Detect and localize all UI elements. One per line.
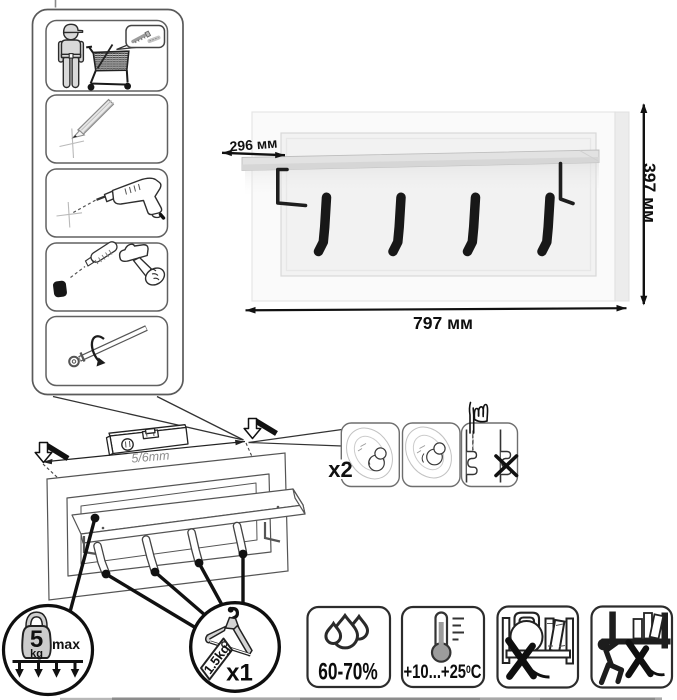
- svg-text:x2: x2: [328, 457, 352, 482]
- svg-text:max: max: [52, 636, 80, 652]
- svg-text:296 мм: 296 мм: [229, 135, 278, 155]
- svg-text:397 мм: 397 мм: [640, 163, 660, 223]
- svg-text:+10...+250C: +10...+250C: [403, 661, 481, 682]
- svg-text:5: 5: [30, 626, 43, 653]
- svg-text:kg: kg: [30, 648, 43, 660]
- svg-text:797 мм: 797 мм: [413, 313, 473, 333]
- svg-text:60-70%: 60-70%: [318, 659, 378, 685]
- svg-text:x1: x1: [226, 660, 253, 687]
- svg-text:5/6mm: 5/6mm: [131, 448, 170, 465]
